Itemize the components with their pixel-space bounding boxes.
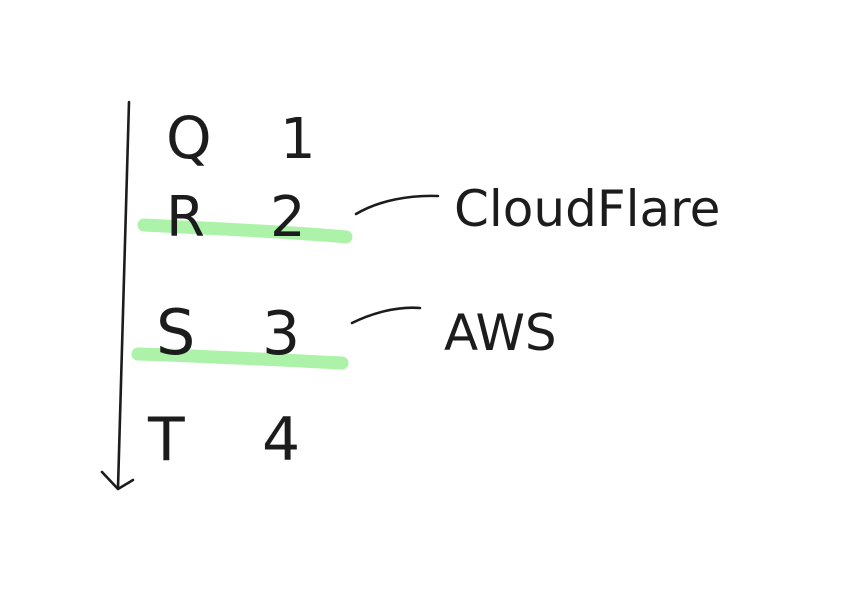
row-letter: R <box>166 185 205 250</box>
annotation-label-aws: AWS <box>444 304 557 362</box>
vertical-arrow-line <box>116 100 131 490</box>
row-number: 4 <box>262 405 300 475</box>
annotation-connector-aws <box>350 306 422 325</box>
arrow-head <box>100 470 135 491</box>
highlight-stroke-row-s <box>131 347 349 370</box>
row-number: 3 <box>262 299 300 369</box>
highlight-stroke-row-r <box>137 218 353 244</box>
annotation-connector-cloudflare <box>354 194 440 216</box>
row-letter: S <box>156 296 195 369</box>
annotation-label-cloudflare: CloudFlare <box>454 180 720 238</box>
row-letter: Q <box>166 104 212 172</box>
row-number: 1 <box>280 107 316 172</box>
row-letter: T <box>147 405 185 475</box>
row-number: 2 <box>270 185 306 250</box>
